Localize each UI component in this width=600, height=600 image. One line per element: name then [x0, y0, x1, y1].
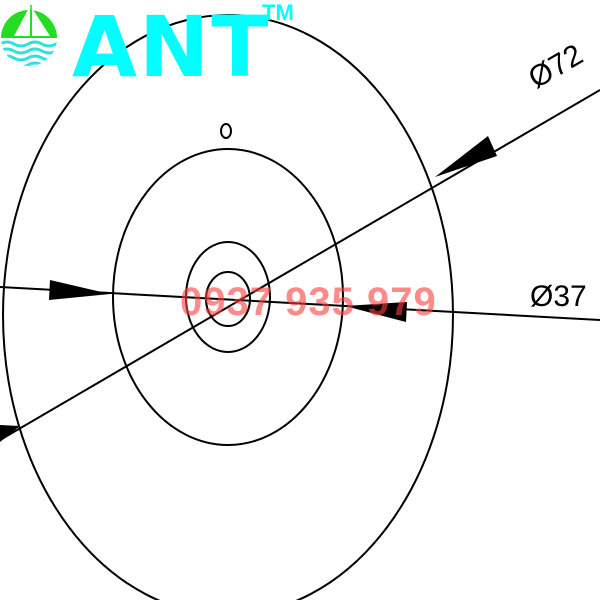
- middle-circle: [112, 148, 344, 446]
- arrow-37-right: [345, 302, 407, 322]
- brand-logo: ANT: [72, 0, 271, 96]
- arrow-72-left: [0, 425, 20, 442]
- small-hole: [220, 123, 232, 139]
- trademark: TM: [262, 0, 294, 25]
- sailboat-logo-icon: [1, 5, 57, 66]
- dimension-line-72: [0, 89, 600, 441]
- dimension-label-37: Ø37: [530, 280, 587, 313]
- arrow-72-right: [435, 136, 497, 177]
- phone-watermark: 0937 935 979: [180, 280, 437, 324]
- outer-circle: [2, 14, 454, 600]
- arrow-37-left: [49, 280, 110, 300]
